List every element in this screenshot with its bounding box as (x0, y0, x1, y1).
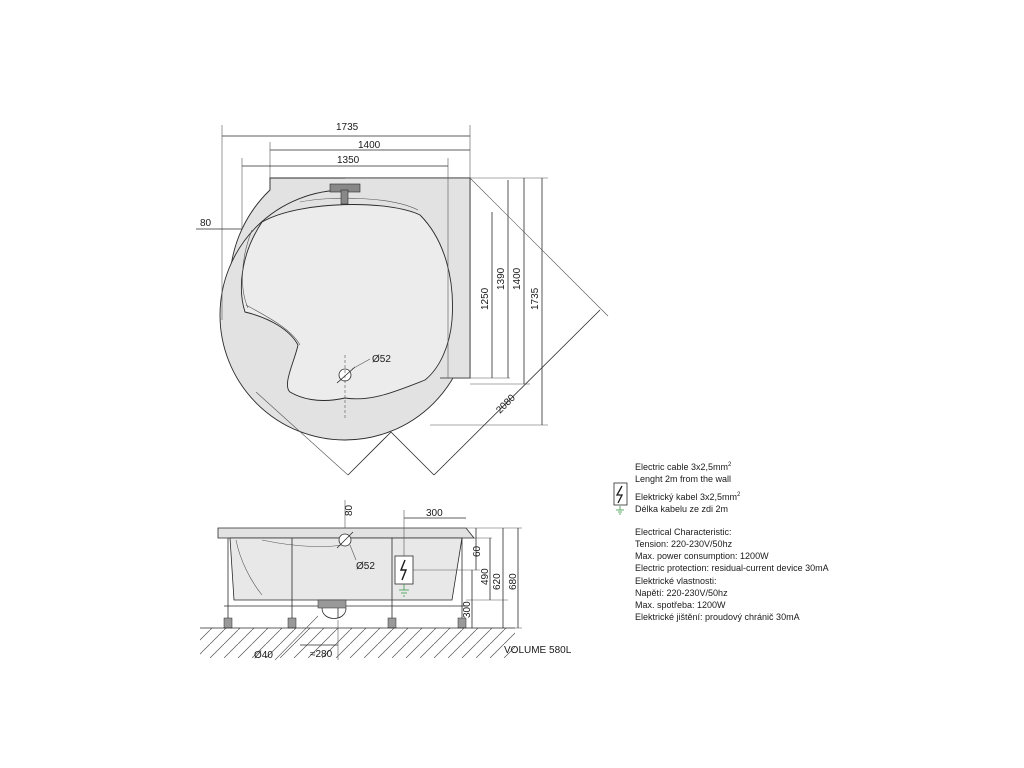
char-en-line-3: Electric protection: residual-current de… (635, 563, 829, 573)
ground-symbol-icon (399, 584, 409, 597)
plan-top-dimensions: 1735 1400 1350 80 (196, 122, 471, 378)
dim-right-inner-a: 1390 (496, 267, 507, 290)
char-en-title: Electrical Characteristic: (635, 527, 732, 537)
dim-side-680: 680 (508, 573, 519, 590)
cable-cz-line-2: Délka kabelu ze zdi 2m (635, 504, 728, 514)
floor (200, 627, 515, 658)
cable-cz-line-1: Elektrický kabel 3x2,5mm2 (635, 492, 741, 502)
drain-icon (336, 355, 356, 418)
dim-right-overall: 1735 (530, 287, 541, 310)
waste-pipe-icon (317, 599, 347, 619)
tub-side-body (229, 537, 463, 601)
electric-hazard-icon (613, 482, 628, 506)
electric-box-icon (394, 555, 480, 585)
dim-side-300-height: 300 (462, 601, 473, 618)
side-drain-label: Ø52 (356, 561, 375, 572)
dim-top-inner: 1400 (358, 140, 381, 151)
char-cz-title: Elektrické vlastnosti: (635, 576, 717, 586)
electrical-notes: Electric cable 3x2,5mm2 Lenght 2m from t… (613, 462, 829, 622)
plan-drain-label: Ø52 (372, 354, 391, 365)
dim-waste-dist: ≈280 (310, 649, 333, 660)
dim-side-620: 620 (492, 573, 503, 590)
legend-ground-icon (616, 506, 624, 515)
dim-side-300: 300 (426, 508, 443, 519)
dim-top-basin: 1350 (337, 155, 360, 166)
faucet-icon (329, 183, 361, 205)
cable-en-line-2: Lenght 2m from the wall (635, 474, 731, 484)
char-cz-line-2: Max. spotřeba: 1200W (635, 600, 726, 610)
side-dimensions: 80 300 60 490 620 680 300 ≈280 Ø40 (254, 500, 522, 661)
char-en-line-1: Tension: 220-230V/50hz (635, 539, 733, 549)
dim-diagonal: 2080 (494, 392, 518, 416)
volume-label: VOLUME 580L (504, 645, 572, 656)
dim-side-60: 60 (472, 545, 483, 557)
char-en-line-2: Max. power consumption: 1200W (635, 551, 769, 561)
plan-diagonal-dimension: 2080 (255, 177, 609, 476)
dim-top-overall: 1735 (336, 122, 359, 133)
dim-side-490: 490 (480, 568, 491, 585)
dim-left-offset: 80 (200, 218, 212, 229)
plan-right-dimensions: 1250 1390 1400 1735 (430, 177, 548, 426)
char-cz-line-3: Elektrické jištění: proudový chránič 30m… (635, 612, 800, 622)
side-view: Ø52 80 300 (200, 500, 572, 661)
overflow-drain-icon (336, 531, 357, 561)
char-cz-line-1: Napětí: 220-230V/50hz (635, 588, 728, 598)
plan-view: Ø52 1735 1400 1350 80 1250 (196, 122, 609, 476)
cable-en-line-1: Electric cable 3x2,5mm2 (635, 462, 732, 472)
dim-waste-diameter: Ø40 (254, 650, 273, 661)
dim-right-inner-b: 1400 (512, 267, 523, 290)
tub-basin (240, 204, 453, 401)
dim-side-80: 80 (344, 504, 355, 516)
dim-right-basin: 1250 (480, 287, 491, 310)
